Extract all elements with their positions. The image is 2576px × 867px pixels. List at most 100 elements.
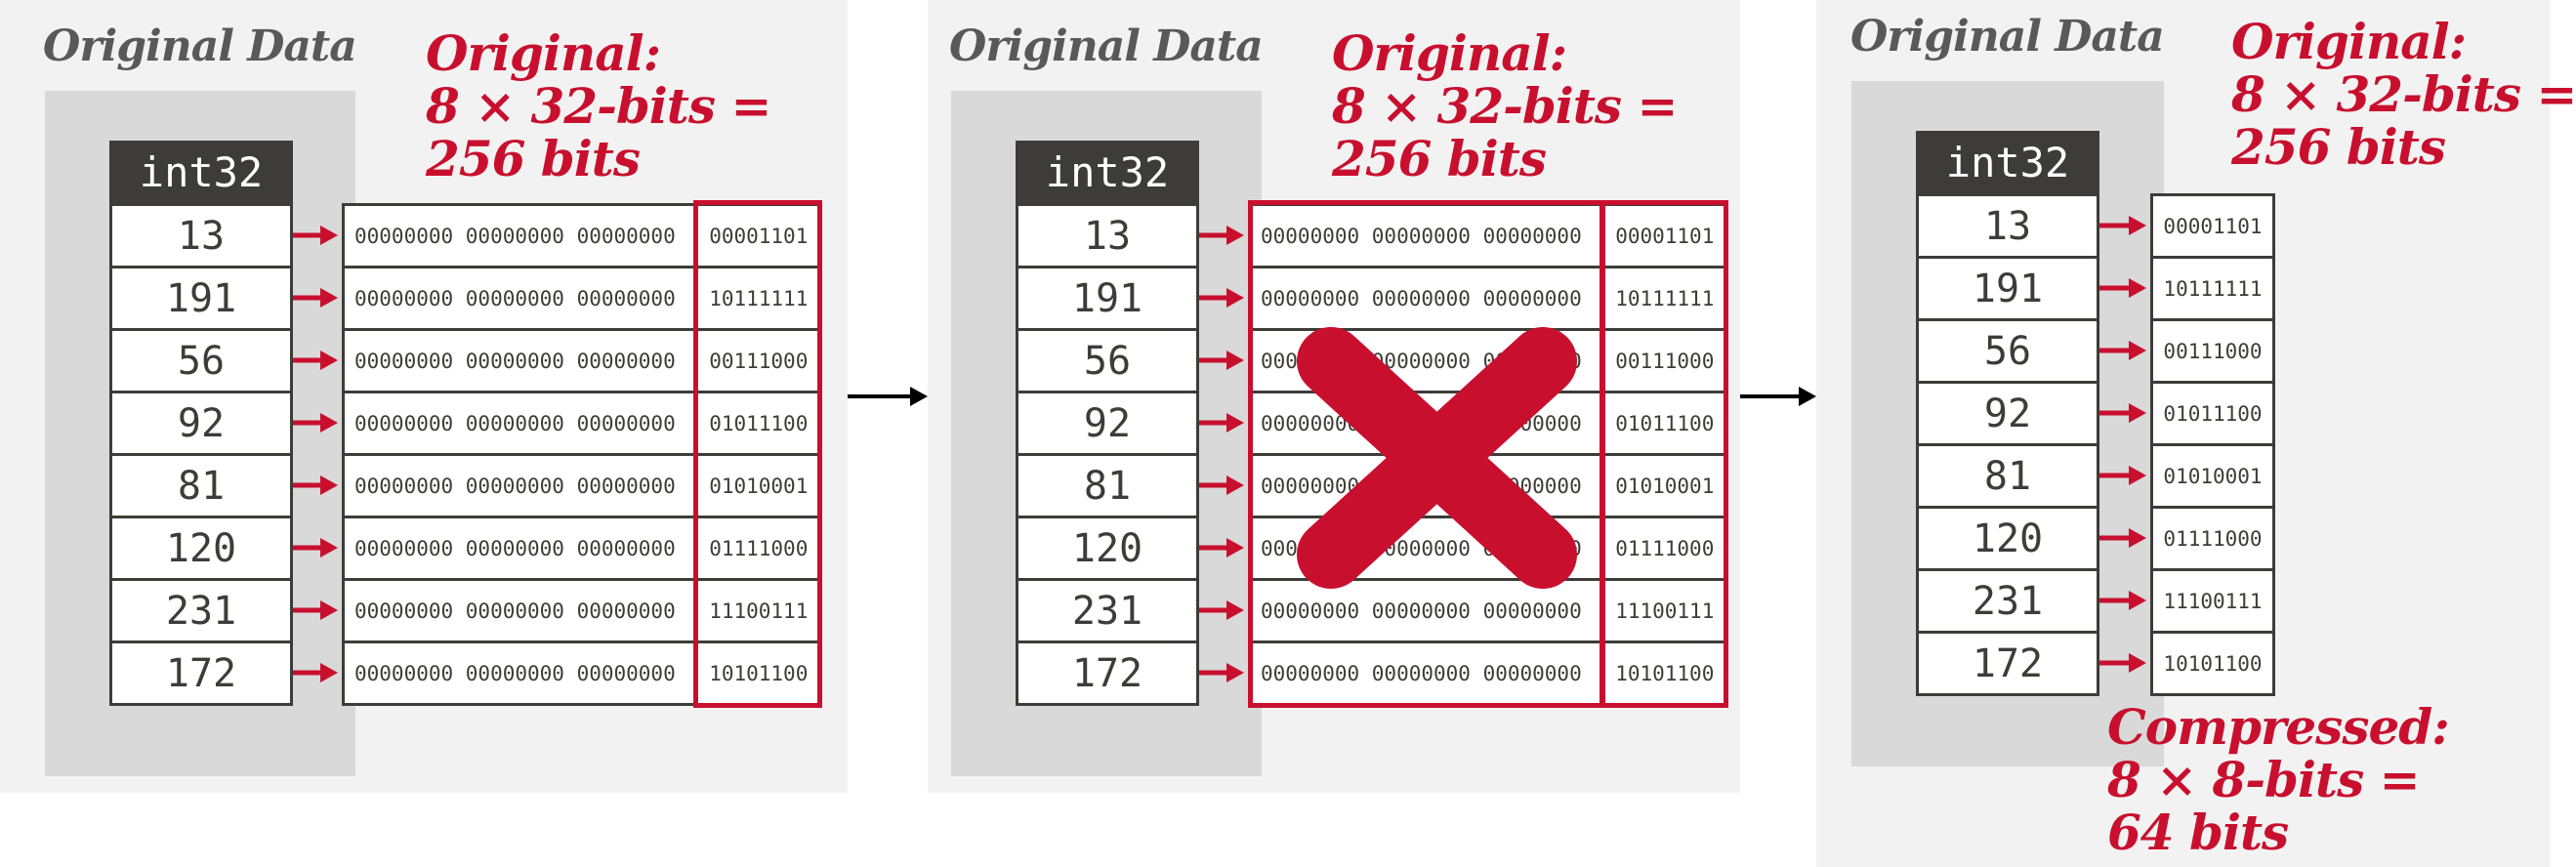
panel-3-low-byte: 00001101 — [2163, 214, 2263, 238]
panel-1-zero-bytes: 00000000 00000000 00000000 — [354, 661, 676, 685]
arrow-right-icon — [2099, 403, 2146, 423]
cross-icon — [1297, 327, 1577, 589]
panel-1-zero-bytes: 00000000 00000000 00000000 — [354, 536, 676, 560]
panel-2-low-byte: 11100111 — [1615, 599, 1715, 623]
panel-3-low-byte: 00111000 — [2163, 339, 2263, 363]
panel-3-original-note: Original: 8 × 32-bits = 256 bits — [2231, 16, 2576, 174]
panel-1-low-byte-highlight — [693, 200, 822, 708]
panel-2-original-note: Original: 8 × 32-bits = 256 bits — [1332, 24, 1678, 187]
panel-3-column-header: int32 — [1916, 131, 2099, 193]
panel-3-bits-row: 01010001 — [2150, 443, 2275, 509]
panel-1-low-byte: 00001101 — [709, 224, 809, 248]
arrow-right-icon — [1199, 475, 1244, 495]
panel-3-low-byte: 11100111 — [2163, 589, 2263, 613]
compressed-note-line-1: Compressed: — [2107, 698, 2450, 756]
panel-1-title: Original Data — [43, 21, 357, 71]
panel-3-bits-row: 10101100 — [2150, 631, 2275, 696]
panel-2-value-cell: 172 — [1016, 640, 1199, 706]
panel-3-note-line-3: 256 bits — [2231, 118, 2446, 176]
panel-1-low-byte: 10101100 — [709, 661, 809, 685]
panel-2-zero-bytes-highlight — [1248, 200, 1605, 708]
arrow-right-icon — [1199, 663, 1244, 682]
panel-1-value-cell: 231 — [109, 578, 293, 643]
panel-2-low-byte: 01011100 — [1615, 411, 1715, 435]
arrow-right-icon — [848, 387, 928, 406]
panel-2-note-line-1: Original: — [1332, 24, 1567, 82]
panel-2-bits-row: 00000000 00000000 00000000 11100111 — [1248, 578, 1728, 643]
panel-3-low-byte: 01111000 — [2163, 526, 2263, 551]
panel-2-zero-bytes: 00000000 00000000 00000000 — [1261, 599, 1582, 623]
arrow-right-icon — [293, 600, 338, 620]
arrow-right-icon — [1199, 226, 1244, 245]
panel-1-low-byte: 01111000 — [709, 536, 809, 560]
panel-2-note-line-3: 256 bits — [1332, 130, 1547, 187]
panel-2-value-cell: 56 — [1016, 328, 1199, 393]
compressed-note-line-3: 64 bits — [2107, 804, 2289, 861]
panel-3-note-line-1: Original: — [2231, 13, 2467, 70]
compressed-note-line-2: 8 × 8-bits = — [2107, 751, 2421, 808]
panel-3-bits-row: 10111111 — [2150, 256, 2275, 321]
arrow-right-icon — [1199, 288, 1244, 308]
panel-3-value-cell: 120 — [1916, 506, 2099, 571]
panel-1-low-byte: 00111000 — [709, 349, 809, 373]
panel-2-title: Original Data — [949, 21, 1264, 71]
panel-3-low-byte: 10111111 — [2163, 276, 2263, 301]
arrow-right-icon — [293, 475, 338, 495]
panel-1-value-cell: 81 — [109, 453, 293, 518]
panel-2-zero-bytes: 00000000 00000000 00000000 — [1261, 286, 1582, 310]
panel-1-zero-bytes: 00000000 00000000 00000000 — [354, 474, 676, 498]
panel-1-column-header: int32 — [109, 141, 293, 203]
panel-3-low-byte: 10101100 — [2163, 651, 2263, 676]
arrow-right-icon — [293, 351, 338, 370]
panel-2-value-cell: 191 — [1016, 266, 1199, 331]
panel-1-value-cell: 191 — [109, 266, 293, 331]
panel-1-zero-bytes: 00000000 00000000 00000000 — [354, 599, 676, 623]
panel-2-value-cell: 231 — [1016, 578, 1199, 643]
panel-3-value-cell: 172 — [1916, 631, 2099, 696]
arrow-right-icon — [1740, 387, 1816, 406]
panel-2-low-byte: 00111000 — [1615, 349, 1715, 373]
arrow-right-icon — [2099, 278, 2146, 298]
panel-3-value-cell: 81 — [1916, 443, 2099, 509]
panel-3-value-cell: 56 — [1916, 318, 2099, 384]
arrow-right-icon — [293, 538, 338, 557]
arrow-right-icon — [2099, 216, 2146, 235]
panel-1-value-cell: 13 — [109, 203, 293, 268]
panel-1-zero-bytes: 00000000 00000000 00000000 — [354, 286, 676, 310]
panel-1-low-byte: 01010001 — [709, 474, 809, 498]
panel-1-low-byte: 01011100 — [709, 411, 809, 435]
panel-3-bits-row: 01111000 — [2150, 506, 2275, 571]
panel-2-low-byte: 10101100 — [1615, 661, 1715, 685]
panel-1-bits-row: 00000000 00000000 00000000 01011100 — [342, 391, 822, 456]
panel-2-low-byte-highlight — [1600, 200, 1728, 708]
panel-1-zero-bytes: 00000000 00000000 00000000 — [354, 411, 676, 435]
panel-3-note-line-2: 8 × 32-bits = — [2231, 65, 2576, 123]
arrow-right-icon — [293, 288, 338, 308]
panel-1-note-line-3: 256 bits — [426, 130, 641, 187]
panel-1-low-byte: 11100111 — [709, 599, 809, 623]
panel-3-compressed-note: Compressed: 8 × 8-bits = 64 bits — [2107, 698, 2450, 861]
panel-2-low-byte: 01111000 — [1615, 536, 1715, 560]
arrow-right-icon — [2099, 653, 2146, 673]
panel-2-note-line-2: 8 × 32-bits = — [1332, 77, 1678, 135]
arrow-right-icon — [1199, 413, 1244, 433]
panel-3-low-byte: 01010001 — [2163, 464, 2263, 488]
panel-2-low-byte: 01010001 — [1615, 474, 1715, 498]
arrow-right-icon — [2099, 528, 2146, 548]
panel-3-bits-row: 11100111 — [2150, 568, 2275, 634]
arrow-right-icon — [2099, 466, 2146, 485]
panel-1-bits-row: 00000000 00000000 00000000 10101100 — [342, 640, 822, 706]
panel-2-zero-bytes: 00000000 00000000 00000000 — [1261, 224, 1582, 248]
panel-1-note-line-2: 8 × 32-bits = — [426, 77, 771, 135]
panel-1-bits-row: 00000000 00000000 00000000 01010001 — [342, 453, 822, 518]
panel-1-value-cell: 120 — [109, 516, 293, 581]
panel-3-value-cell: 191 — [1916, 256, 2099, 321]
arrow-right-icon — [293, 663, 338, 682]
panel-1-low-byte: 10111111 — [709, 286, 809, 310]
arrow-right-icon — [2099, 341, 2146, 360]
